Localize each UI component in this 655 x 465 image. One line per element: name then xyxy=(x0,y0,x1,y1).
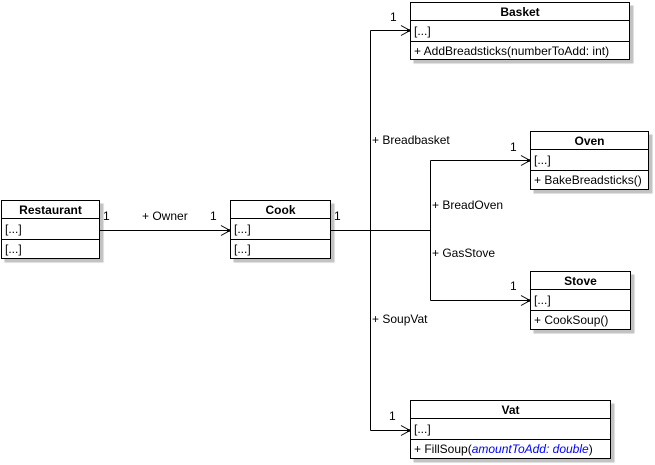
class-stove[interactable]: Stove [...] + CookSoup() xyxy=(530,271,631,330)
class-basket-attributes: [...] xyxy=(411,21,629,42)
class-stove-methods: + CookSoup() xyxy=(534,313,609,327)
class-vat-attributes: [...] xyxy=(411,419,610,440)
class-stove-attributes: [...] xyxy=(531,290,630,311)
vat-method-prefix: + FillSoup( xyxy=(414,442,472,456)
soupvat-role-label: + SoupVat xyxy=(372,312,428,326)
association-breadoven-arrowhead xyxy=(520,155,532,166)
class-cook-methods: [...] xyxy=(234,242,251,256)
breadoven-target-multiplicity: 1 xyxy=(510,140,517,154)
class-basket-name: Basket xyxy=(411,3,629,21)
association-breadbasket-arrowhead xyxy=(400,25,412,36)
gasstove-role-label: + GasStove xyxy=(432,246,496,260)
association-gasstove-arrowhead xyxy=(520,295,532,306)
class-vat-methods: + FillSoup(amountToAdd: double) xyxy=(411,440,610,458)
owner-target-multiplicity: 1 xyxy=(210,209,217,223)
breadoven-role-label: + BreadOven xyxy=(432,198,504,212)
association-soupvat-arrowhead xyxy=(400,425,412,436)
cook-source-multiplicity: 1 xyxy=(334,209,341,223)
association-owner-arrowhead xyxy=(220,225,232,236)
breadbasket-role-label: + Breadbasket xyxy=(372,133,450,147)
class-basket-methods: + AddBreadsticks(numberToAdd: int) xyxy=(414,43,610,58)
class-restaurant-attributes: [...] xyxy=(2,219,99,240)
class-restaurant[interactable]: Restaurant [...] [...] xyxy=(1,200,100,259)
class-restaurant-methods: [...] xyxy=(5,242,22,256)
class-restaurant-name: Restaurant xyxy=(2,201,99,219)
class-oven[interactable]: Oven [...] + BakeBreadsticks() xyxy=(530,131,649,190)
class-basket[interactable]: Basket [...] + AddBreadsticks(numberToAd… xyxy=(410,2,630,60)
owner-source-multiplicity: 1 xyxy=(103,209,110,223)
class-cook[interactable]: Cook [...] [...] xyxy=(230,200,331,259)
soupvat-target-multiplicity: 1 xyxy=(389,409,396,423)
class-vat-name: Vat xyxy=(411,401,610,419)
gasstove-target-multiplicity: 1 xyxy=(510,279,517,293)
class-oven-name: Oven xyxy=(531,132,648,150)
class-cook-name: Cook xyxy=(231,201,330,219)
class-oven-attributes: [...] xyxy=(531,150,648,171)
class-cook-attributes: [...] xyxy=(231,219,330,240)
vat-method-suffix: ) xyxy=(588,442,593,456)
class-oven-methods: + BakeBreadsticks() xyxy=(534,173,642,187)
owner-role-label: + Owner xyxy=(142,209,188,223)
breadbasket-target-multiplicity: 1 xyxy=(390,10,397,24)
class-stove-name: Stove xyxy=(531,272,630,290)
class-vat[interactable]: Vat [...] + FillSoup(amountToAdd: double… xyxy=(410,400,611,459)
vat-method-parameter: amountToAdd: double xyxy=(471,442,589,456)
